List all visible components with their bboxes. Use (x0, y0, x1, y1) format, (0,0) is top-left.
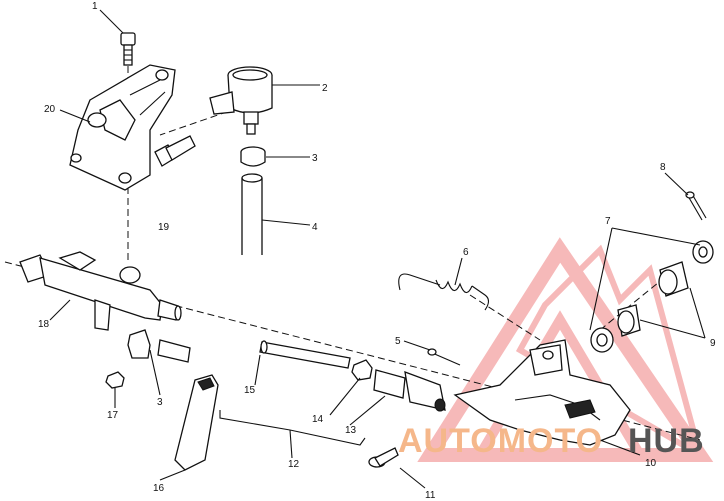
label-3-lower: 3 (157, 397, 163, 408)
label-5: 5 (395, 336, 401, 347)
label-7: 7 (605, 216, 611, 227)
label-16: 16 (153, 483, 165, 494)
bushing-9b (617, 304, 641, 337)
hose-piece (157, 339, 191, 363)
label-17: 17 (107, 410, 119, 421)
pin-15 (259, 340, 351, 369)
label-19: 19 (158, 222, 170, 233)
label-15: 15 (244, 385, 256, 396)
label-3: 3 (312, 153, 318, 164)
clevis-13 (373, 369, 446, 412)
watermark-text-hub: HUB (628, 422, 705, 460)
label-18: 18 (38, 319, 50, 330)
label-20: 20 (44, 104, 56, 115)
label-4: 4 (312, 222, 318, 233)
label-14: 14 (312, 414, 324, 425)
label-11: 11 (425, 490, 436, 501)
bracket-20 (69, 64, 176, 191)
label-2: 2 (322, 83, 328, 94)
spring-6 (398, 273, 490, 311)
hose-4 (241, 173, 263, 255)
watermark: AUTOMOTO HUB (398, 422, 705, 460)
master-cylinder-18 (19, 251, 182, 331)
brake-arm-10 (453, 339, 631, 446)
label-6: 6 (463, 247, 469, 258)
bushing-9c (658, 261, 689, 297)
callout-labels: 1 2 3 4 5 6 7 8 9 10 11 12 13 14 15 16 1… (38, 1, 716, 501)
clamp-3 (240, 146, 266, 167)
reservoir-2 (209, 66, 273, 135)
label-10: 10 (645, 458, 657, 469)
clamp-3-lower (127, 329, 151, 359)
cotter-pin-5 (427, 348, 461, 366)
bracket-bolt (154, 135, 196, 167)
bolt-1 (120, 32, 136, 66)
label-8: 8 (660, 162, 666, 173)
nut-17 (105, 371, 125, 389)
label-12: 12 (288, 459, 300, 470)
washer-9a (590, 327, 614, 353)
label-1: 1 (92, 1, 98, 12)
nut-14 (351, 359, 373, 381)
label-13: 13 (345, 425, 357, 436)
label-9: 9 (710, 338, 716, 349)
pad-16 (174, 374, 219, 471)
cotter-pin-8 (685, 191, 707, 221)
leader-lines (49, 9, 706, 489)
pin-11 (368, 447, 399, 468)
washer-9d (692, 240, 714, 264)
watermark-text-automoto: AUTOMOTO (398, 422, 603, 460)
